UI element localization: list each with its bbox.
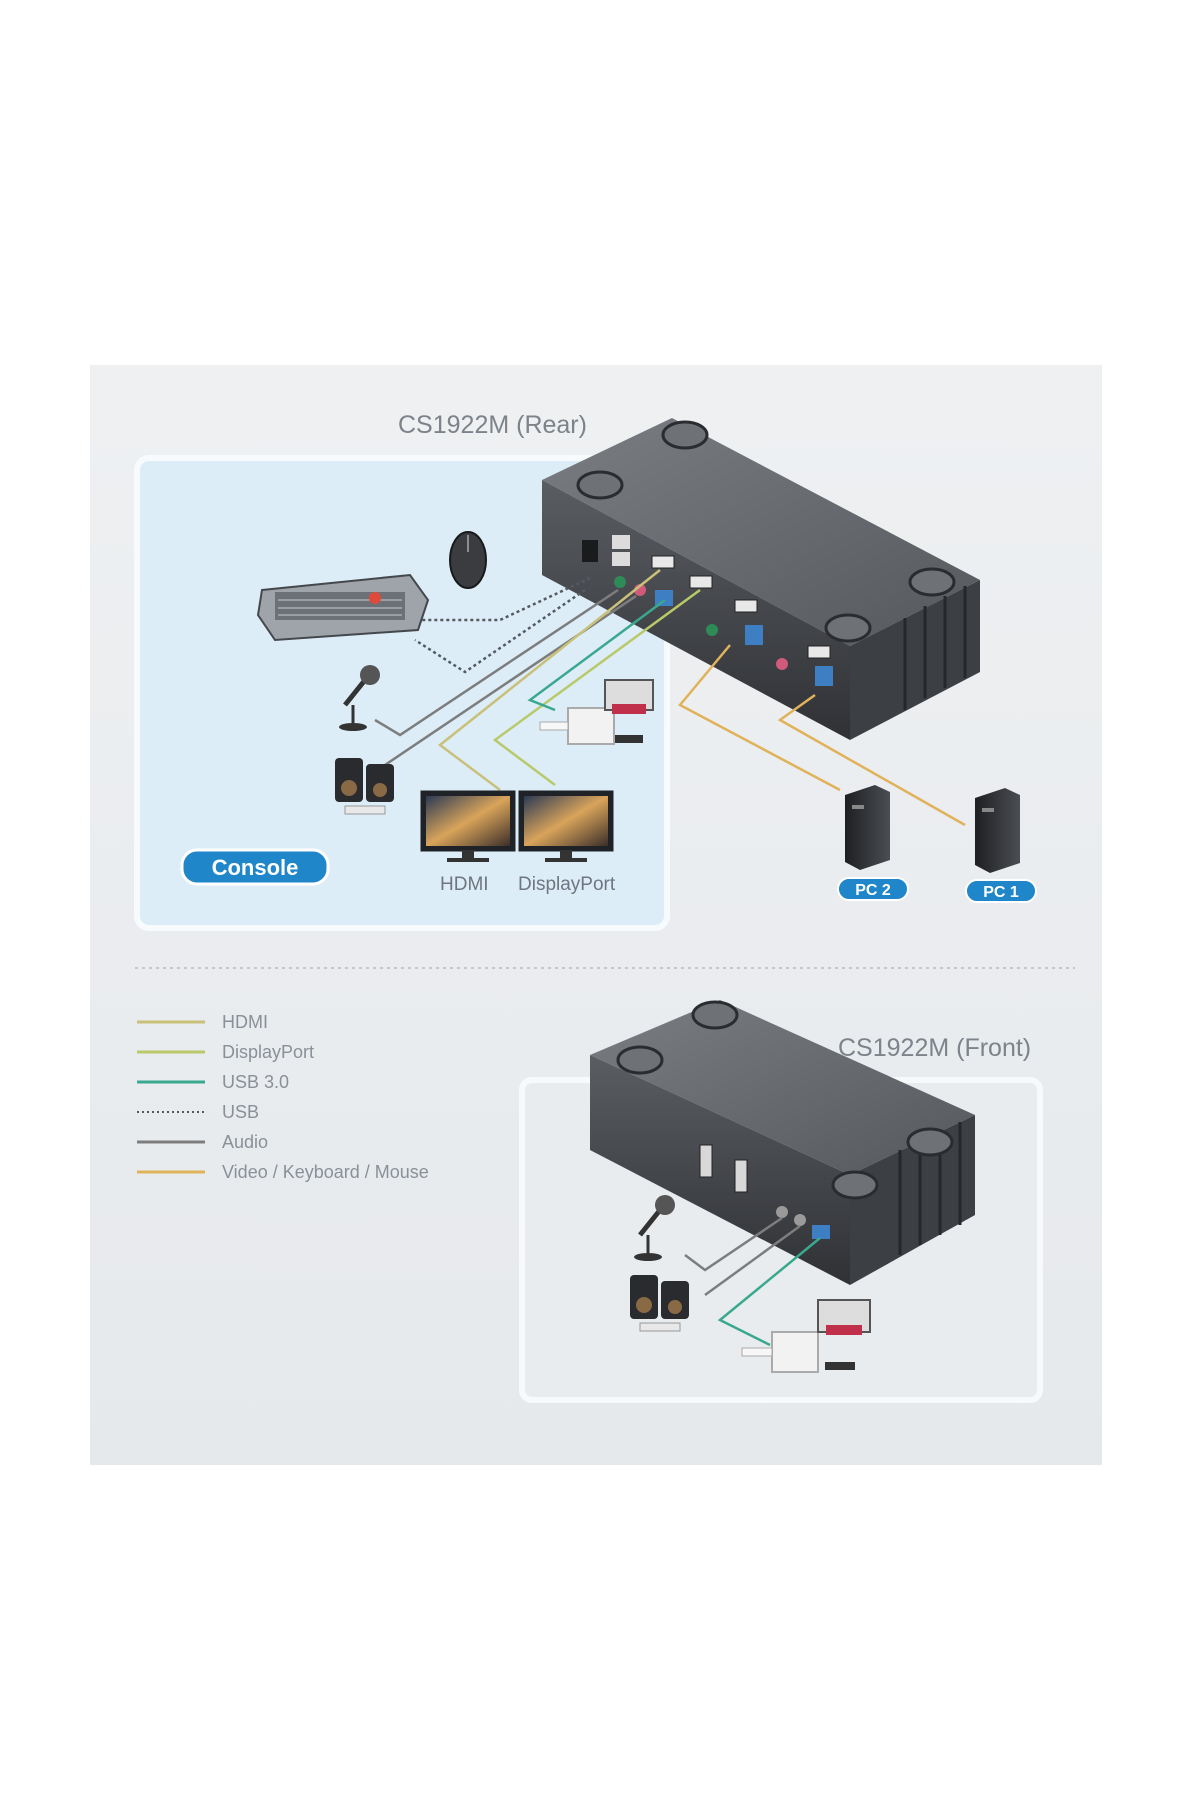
monitor-label-displayport: DisplayPort	[518, 874, 616, 895]
console-badge: Console	[180, 848, 330, 886]
pc-tower-1: PC 1	[965, 788, 1037, 903]
front-microphone	[634, 1195, 675, 1261]
kvm-rear-unit	[542, 418, 980, 740]
front-speakers	[630, 1275, 689, 1332]
microphone	[339, 665, 380, 731]
rear-title: CS1922M (Rear)	[398, 411, 587, 439]
monitor-label-hdmi: HDMI	[440, 874, 489, 895]
console-badge-label: Console	[212, 855, 299, 880]
legend-label-5: Video / Keyboard / Mouse	[222, 1162, 429, 1182]
pc-label-2: PC 2	[855, 882, 891, 899]
keyboard	[256, 573, 430, 642]
front-cables	[684, 1216, 821, 1347]
front-title: CS1922M (Front)	[838, 1034, 1031, 1062]
legend-label-4: Audio	[222, 1132, 268, 1152]
pc-label-1: PC 1	[983, 884, 1019, 901]
monitor-hdmi	[420, 790, 516, 862]
rear-cables	[374, 569, 966, 827]
front-usb-hub-printer	[741, 1299, 871, 1373]
legend-label-3: USB	[222, 1102, 259, 1122]
usb-hub-printer	[539, 679, 654, 745]
legend-label-1: DisplayPort	[222, 1042, 314, 1062]
kvm-front-unit	[590, 1000, 975, 1285]
speakers	[335, 758, 394, 815]
legend-label-2: USB 3.0	[222, 1072, 289, 1092]
pc-tower-2: PC 2	[837, 785, 909, 901]
mouse	[449, 531, 487, 589]
monitor-displayport	[518, 790, 614, 862]
legend-label-0: HDMI	[222, 1012, 268, 1032]
